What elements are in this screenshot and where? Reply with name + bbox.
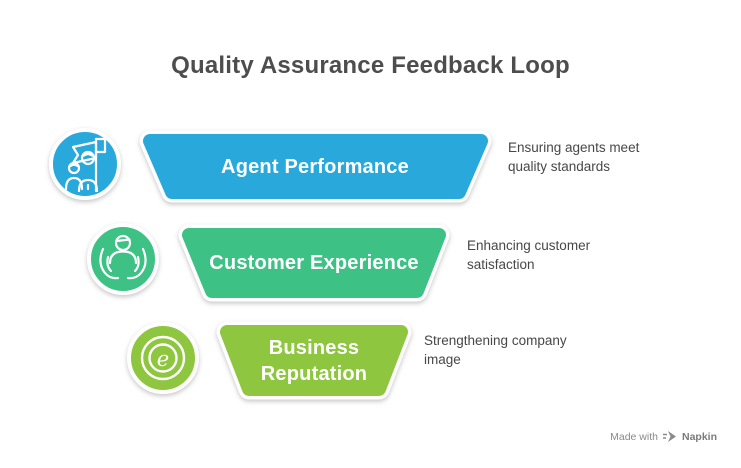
funnel-segment-3-fill xyxy=(220,325,408,396)
reputation-e-icon: e xyxy=(127,322,199,394)
funnel-segment-2-shape xyxy=(178,224,450,302)
watermark-brand: Napkin xyxy=(681,430,717,443)
segment-2-description: Enhancing customer satisfaction xyxy=(467,238,591,272)
funnel-segment-2-fill xyxy=(182,228,446,298)
funnel-segment-3-shape xyxy=(216,321,412,400)
napkin-watermark[interactable]: Made with Napkin xyxy=(610,430,717,443)
customer-care-icon xyxy=(87,223,159,295)
team-flag-icon xyxy=(49,128,121,200)
segment-1-description: Ensuring agents meet quality standards xyxy=(508,140,640,174)
segment-3-description: Strengthening company image xyxy=(424,333,567,367)
funnel-segment-1-fill xyxy=(143,134,488,199)
e-glyph: e xyxy=(157,347,169,371)
segment-2-label: Customer Experience xyxy=(209,252,419,274)
watermark-prefix: Made with xyxy=(610,430,658,443)
segment-1-label: Agent Performance xyxy=(221,155,409,178)
funnel-segment-1-shape xyxy=(139,130,492,203)
napkin-pen-icon xyxy=(662,431,676,442)
diagram-title: Quality Assurance Feedback Loop xyxy=(171,52,570,79)
segment-3-label: Business Reputation xyxy=(260,336,368,385)
